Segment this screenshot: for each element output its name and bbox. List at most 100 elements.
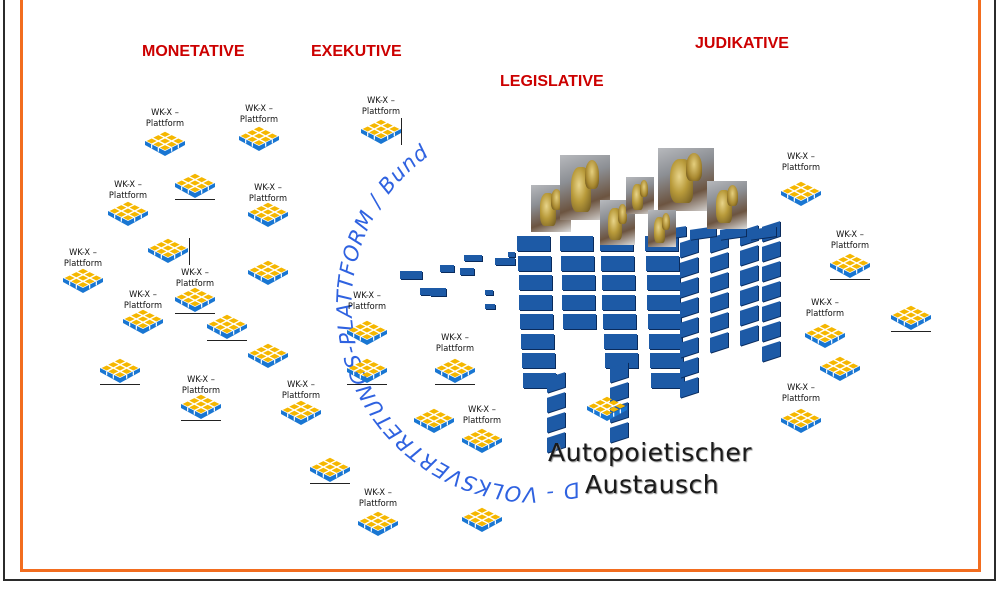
platform-grid-icon [239,124,279,152]
cube-block [710,312,728,333]
platform-grid-icon [145,129,185,157]
platform-grid-icon [820,354,860,382]
platform-label: WK-X –Plattform [454,405,509,427]
platform-label-line2: Plattform [181,386,221,396]
cube-block [680,257,698,278]
heading-judikative: JUDIKATIVE [695,35,789,52]
platform-grid-icon [181,392,221,420]
platform-label: WK-X –Plattform [115,290,170,312]
platform-grid-icon [830,251,870,279]
cube-block [680,277,698,298]
platform-label-line2: Plattform [63,259,103,269]
platform-label: WK-X –Plattform [773,383,828,405]
cube-block [649,333,682,349]
platform-label-line1: WK-X – [811,298,839,308]
cube-block [603,314,637,329]
caption-line2: Austausch [585,470,720,499]
platform-label-line2: Plattform [830,241,870,251]
cube-block [604,333,637,349]
platform-grid-icon [462,426,502,454]
platform-label: WK-X –Plattform [55,248,110,270]
platform-underline [175,313,215,314]
platform-label-line2: Plattform [239,115,279,125]
statue-image [648,210,676,247]
cube-block [519,294,553,310]
platform-underline [891,331,931,332]
cube-block [560,255,594,271]
platform-label-line1: WK-X – [181,268,209,278]
cube-block [710,292,728,313]
platform-underline [100,384,140,385]
platform-label-line1: WK-X – [245,104,273,114]
platform-underline [435,384,475,385]
cube-block [521,353,555,368]
platform-grid-icon [347,356,387,384]
cube-block [485,304,495,309]
platform-grid-icon [248,258,288,286]
platform-grid-icon [361,117,401,145]
cube-block [740,245,758,266]
cube-block [508,252,515,257]
platform-grid-icon [435,356,475,384]
platform-label-line2: Plattform [358,499,398,509]
platform-label: WK-X –Plattform [773,152,828,174]
platform-label-line1: WK-X – [468,405,496,415]
cube-block [400,271,422,279]
platform-label-line2: Plattform [805,309,845,319]
statue-image [658,148,714,211]
heading-legislative: LEGISLATIVE [500,73,604,90]
platform-label-line1: WK-X – [364,488,392,498]
platform-grid-icon [248,200,288,228]
cube-block [710,252,728,273]
orange-frame [20,0,981,572]
cube-block [647,294,681,310]
platform-label: WK-X –Plattform [240,183,295,205]
platform-label: WK-X –Plattform [173,375,228,397]
cube-block [645,255,679,271]
cube-block [762,341,780,362]
cube-block [680,237,698,258]
platform-label-line1: WK-X – [787,383,815,393]
platform-label-line2: Plattform [347,302,387,312]
platform-label-line2: Plattform [281,391,321,401]
platform-label: WK-X –Plattform [100,180,155,202]
cube-block [740,265,758,286]
platform-label-line1: WK-X – [151,108,179,118]
platform-underline [181,420,221,421]
platform-grid-icon [414,406,454,434]
cube-block [740,305,758,326]
platform-label-line2: Plattform [123,301,163,311]
platform-underline [207,340,247,341]
platform-label-line1: WK-X – [187,375,215,385]
platform-grid-icon [891,303,931,331]
platform-label-line1: WK-X – [441,333,469,343]
platform-label-line1: WK-X – [114,180,142,190]
platform-grid-icon [175,285,215,313]
cube-block [517,236,550,251]
cube-block [440,265,454,272]
cube-block [762,301,780,322]
cube-block [680,337,698,358]
platform-label: WK-X –Plattform [273,380,328,402]
platform-underline [347,384,387,385]
cube-block [521,333,554,349]
cube-block [710,332,728,353]
platform-underline [175,199,215,200]
cube-block [600,255,634,271]
platform-label-line1: WK-X – [69,248,97,258]
cube-block [762,261,780,282]
statue-image [626,177,654,214]
platform-grid-icon [63,266,103,294]
platform-label-line2: Plattform [462,416,502,426]
cube-block [547,392,565,413]
platform-label-line2: Plattform [145,119,185,129]
platform-label: WK-X –Plattform [350,488,405,510]
platform-grid-icon [358,509,398,537]
platform-connector-line [189,238,190,265]
heading-exekutive: EXEKUTIVE [311,43,402,60]
cube-block [762,281,780,302]
platform-label-line2: Plattform [781,394,821,404]
cube-block [762,321,780,342]
platform-grid-icon [175,171,215,199]
cube-block [560,236,593,251]
